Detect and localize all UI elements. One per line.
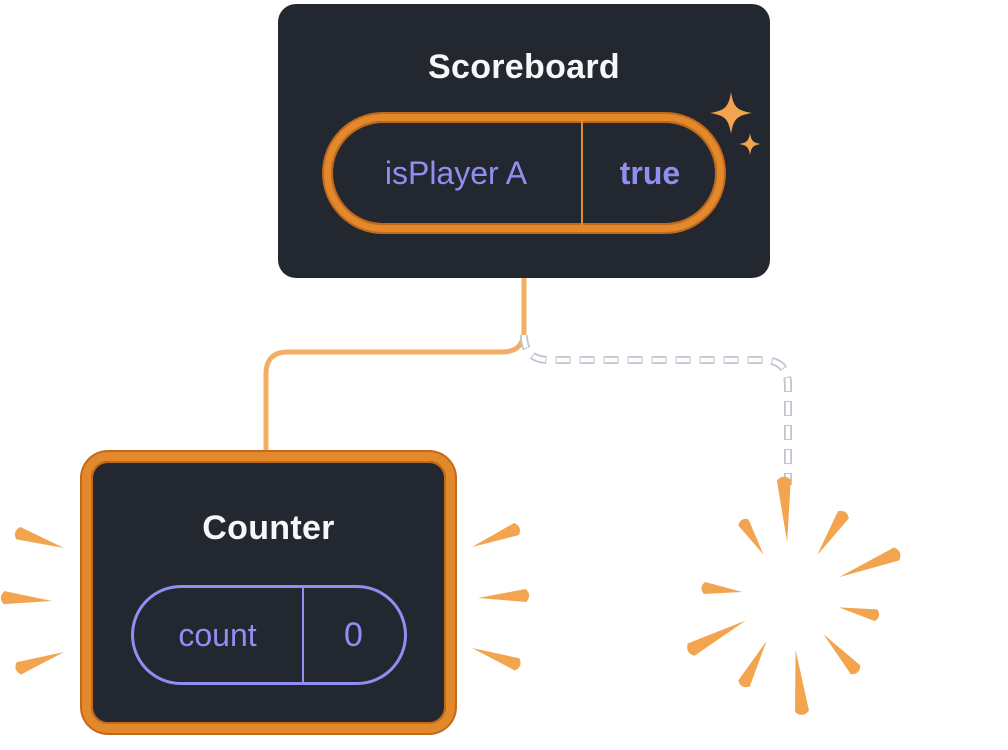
pill-divider (581, 121, 583, 225)
emphasis-rays-right-icon (469, 521, 530, 672)
solid-connector-line (263, 273, 527, 459)
poof-burst-icon (684, 476, 903, 716)
pill-divider (301, 588, 304, 682)
state-value-label: true (619, 154, 681, 191)
emphasis-rays-left-icon (0, 525, 67, 676)
state-key-label: count (178, 616, 257, 653)
counter-title: Counter (202, 509, 335, 547)
state-key-label: isPlayer A (384, 154, 528, 191)
scoreboard-component-card: Scoreboard isPlayer A true (278, 4, 770, 278)
counter-component-card: Counter count 0 (82, 452, 455, 733)
counter-state-pill: count 0 (130, 585, 407, 685)
state-value-label: 0 (344, 615, 363, 654)
scoreboard-title: Scoreboard (428, 48, 620, 86)
scoreboard-state-pill: isPlayer A true (324, 114, 724, 232)
dashed-connector-line (520, 334, 792, 485)
